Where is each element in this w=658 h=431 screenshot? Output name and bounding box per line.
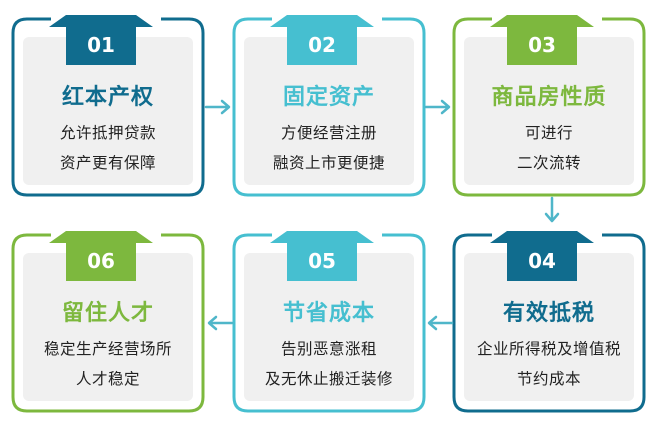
step-card-05: 05 节省成本 告别恶意涨租 及无休止搬迁装修 [232, 231, 426, 413]
step-number: 02 [308, 33, 336, 57]
step-description-line-1: 方便经营注册 [280, 124, 377, 142]
step-description-line-1: 稳定生产经营场所 [43, 340, 172, 358]
step-card-03: 03 商品房性质 可进行 二次流转 [452, 15, 646, 197]
card-frame [11, 17, 205, 197]
step-title: 红本产权 [61, 85, 154, 110]
step-card-02: 02 固定资产 方便经营注册 融资上市更便捷 [232, 15, 426, 197]
step-description-line-2: 二次流转 [516, 154, 581, 172]
step-number: 01 [87, 33, 115, 57]
arrow-left-icon [207, 315, 234, 331]
step-title: 商品房性质 [491, 85, 607, 110]
step-title: 有效抵税 [502, 301, 595, 326]
step-title: 固定资产 [282, 85, 375, 110]
step-description-line-1: 可进行 [524, 124, 573, 142]
arrow-right-icon [424, 99, 451, 115]
card-frame [232, 233, 426, 413]
step-number: 03 [528, 33, 556, 57]
card-frame [452, 17, 646, 197]
badge-shape [49, 231, 153, 281]
badge-shape [49, 15, 153, 65]
card-frame [11, 233, 205, 413]
step-description-line-2: 及无休止搬迁装修 [264, 370, 393, 388]
step-description-line-2: 节约成本 [516, 370, 581, 388]
step-description-line-1: 允许抵押贷款 [59, 124, 156, 142]
card-frame [452, 233, 646, 413]
step-description-line-2: 资产更有保障 [59, 154, 156, 172]
step-title: 留住人才 [61, 301, 154, 326]
arrow-right-icon [204, 99, 231, 115]
badge-shape [270, 15, 374, 65]
step-card-01: 01 红本产权 允许抵押贷款 资产更有保障 [11, 15, 205, 197]
arrow-down-icon [544, 196, 560, 223]
step-number: 04 [528, 249, 556, 273]
step-card-04: 04 有效抵税 企业所得税及增值税 节约成本 [452, 231, 646, 413]
arrow-left-icon [427, 315, 454, 331]
step-title: 节省成本 [282, 301, 375, 326]
step-description-line-1: 告别恶意涨租 [280, 340, 377, 358]
step-description-line-2: 人才稳定 [75, 370, 140, 388]
card-frame [232, 17, 426, 197]
step-card-06: 06 留住人才 稳定生产经营场所 人才稳定 [11, 231, 205, 413]
badge-shape [490, 15, 594, 65]
step-number: 06 [87, 249, 115, 273]
badge-shape [490, 231, 594, 281]
badge-shape [270, 231, 374, 281]
step-number: 05 [308, 249, 336, 273]
step-description-line-1: 企业所得税及增值税 [476, 340, 621, 358]
step-description-line-2: 融资上市更便捷 [272, 154, 385, 172]
